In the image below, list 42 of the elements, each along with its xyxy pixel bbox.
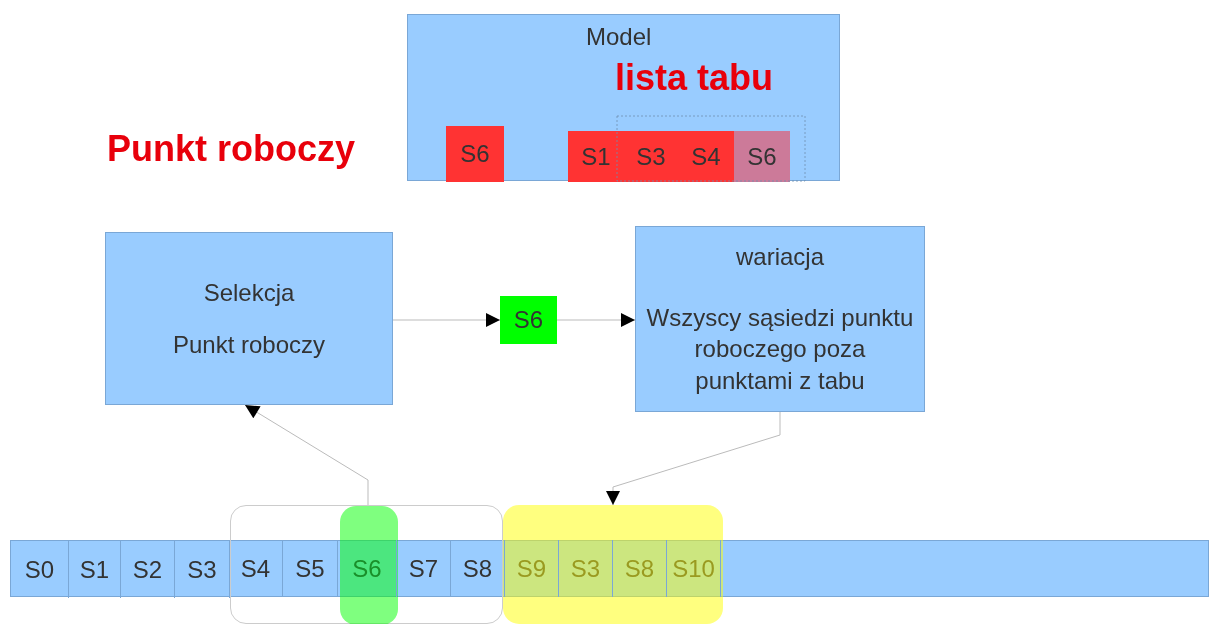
box-text: Punkt roboczy — [171, 329, 327, 360]
cell-label: S8 — [624, 554, 655, 583]
cell-label: S8 — [462, 554, 493, 583]
arrow — [606, 411, 781, 506]
arrow — [556, 313, 636, 327]
cell-label: S6 — [460, 140, 490, 168]
panel-title: Model — [586, 23, 652, 51]
cell-label: S7 — [408, 554, 439, 583]
cell-label: S9 — [516, 554, 547, 583]
state-cell — [500, 296, 557, 344]
highlight-region — [340, 506, 398, 624]
highlight-region — [503, 505, 723, 624]
cell-label: S2 — [132, 555, 163, 584]
process-box — [105, 232, 393, 405]
arrow — [244, 404, 369, 506]
cell-label: S6 — [352, 554, 382, 583]
cell-label: S4 — [691, 142, 721, 171]
state-cell — [734, 131, 790, 182]
heading: lista tabu — [615, 57, 774, 99]
cell-label: S3 — [570, 554, 601, 583]
state-strip — [10, 540, 1209, 597]
outline-frame — [230, 505, 503, 624]
cell-label: S0 — [24, 555, 55, 584]
process-box — [635, 226, 925, 412]
heading: Punkt roboczy — [107, 128, 356, 170]
state-cell — [678, 131, 734, 182]
cell-label: S4 — [240, 554, 271, 583]
model-panel — [407, 14, 840, 181]
cell-label: S6 — [747, 142, 777, 171]
cell-label: S1 — [79, 555, 110, 584]
state-cell — [568, 131, 624, 182]
box-text: Wszyscy sąsiedzi punktu roboczego poza punktami z tabu — [645, 303, 915, 396]
cell-label: S10 — [672, 554, 715, 583]
cell-label: S3 — [187, 555, 217, 584]
cell-label: S3 — [636, 142, 666, 171]
state-cell — [446, 126, 504, 182]
cell-label: S5 — [295, 554, 325, 583]
arrow — [392, 313, 501, 327]
cell-label: S1 — [581, 142, 611, 171]
box-title: Selekcja — [202, 278, 296, 309]
cell-label: S6 — [513, 306, 544, 334]
box-title: wariacja — [735, 242, 825, 272]
